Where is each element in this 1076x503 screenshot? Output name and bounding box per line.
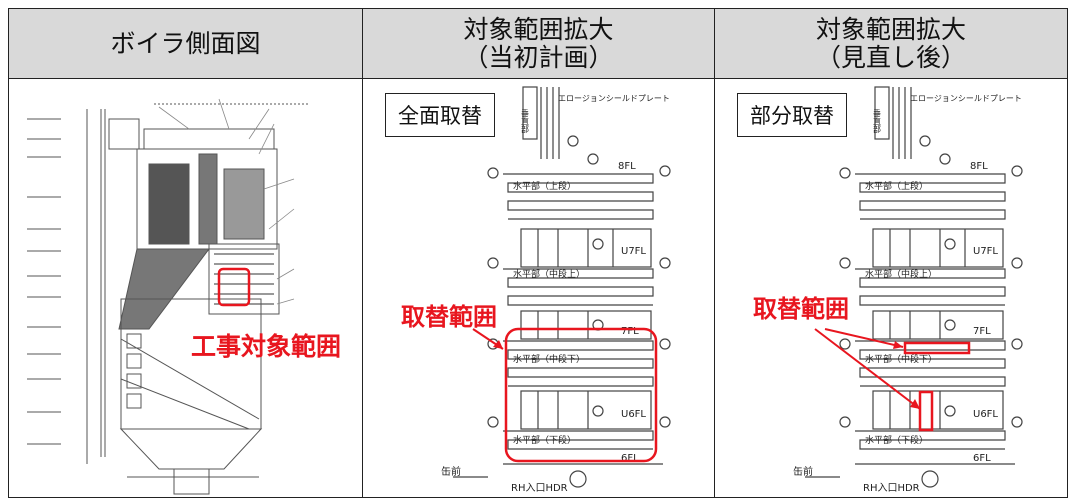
boiler-side-drawing [27, 98, 309, 495]
replacement-arrow-1 [824, 328, 904, 348]
vertical-part-tag: 垂直部 [873, 108, 882, 134]
header-col2-line2: （当初計画） [463, 42, 614, 72]
vertical-part-tag: 垂直部 [521, 108, 530, 134]
front-label: 缶前 [793, 465, 813, 478]
section-mid-lower: 水平部（中段下） [513, 353, 585, 365]
rh-inlet-hdr: RH入口HDR [863, 483, 920, 494]
header-col2-line1: 対象範囲拡大 [463, 14, 614, 44]
header-col3-line2: （見直し後） [815, 42, 966, 72]
level-7fl: 7FL [621, 326, 639, 337]
section-upper: 水平部（上段） [513, 180, 576, 192]
replacement-arrow-1-head [893, 341, 903, 349]
replacement-range-label-initial: 取替範囲 [401, 303, 497, 331]
erosion-shield-tag: エロージョンシールドプレート [910, 94, 1022, 103]
level-8fl: 8FL [970, 161, 988, 172]
level-u7fl: U7FL [973, 246, 998, 257]
replacement-arrow-2-head [910, 399, 920, 409]
revised-plan-drawing: 8FL U7FL 7FL U6FL 6FL エロージョンシールドプレート 水平部… [793, 86, 1023, 494]
section-upper: 水平部（上段） [865, 180, 928, 192]
construction-target-label: 工事対象範囲 [191, 332, 342, 361]
level-u6fl: U6FL [973, 409, 998, 420]
full-replacement-highlight [504, 327, 658, 463]
section-mid-upper: 水平部（中段上） [865, 268, 937, 280]
level-6fl: 6FL [973, 453, 991, 464]
partial-replacement-highlight-vertical [918, 390, 934, 432]
revised-plan-cell: 8FL U7FL 7FL U6FL 6FL エロージョンシールドプレート 水平部… [715, 79, 1067, 497]
front-label: 缶前 [441, 465, 461, 478]
level-u7fl: U7FL [621, 246, 646, 257]
erosion-shield-tag: エロージョンシールドプレート [558, 94, 670, 103]
replacement-range-label-revised: 取替範囲 [753, 295, 849, 323]
initial-plan-drawing: 8FL U7FL 7FL U6FL 6FL エロージョンシールドプレート 水平部… [441, 86, 671, 494]
partial-replacement-highlight-horizontal [903, 341, 971, 355]
replacement-arrow-2 [814, 328, 921, 410]
level-8fl: 8FL [618, 161, 636, 172]
rh-inlet-hdr: RH入口HDR [511, 483, 568, 494]
boiler-side-view-cell: 工事対象範囲 [9, 79, 363, 497]
header-col1-text: ボイラ側面図 [110, 28, 261, 58]
section-mid-lower: 水平部（中段下） [865, 353, 937, 365]
level-7fl: 7FL [973, 326, 991, 337]
comparison-table: ボイラ側面図 対象範囲拡大 （当初計画） 対象範囲拡大 （見直し後） [8, 8, 1068, 498]
partial-replacement-box: 部分取替 [737, 93, 847, 137]
target-area-highlight [217, 267, 251, 307]
initial-plan-cell: 8FL U7FL 7FL U6FL 6FL エロージョンシールドプレート 水平部… [363, 79, 715, 497]
level-6fl: 6FL [621, 453, 639, 464]
replacement-arrow-head [493, 340, 503, 349]
full-replacement-box: 全面取替 [385, 93, 495, 137]
level-u6fl: U6FL [621, 409, 646, 420]
header-initial-plan: 対象範囲拡大 （当初計画） [363, 9, 715, 79]
section-mid-upper: 水平部（中段上） [513, 268, 585, 280]
header-boiler-side-view: ボイラ側面図 [9, 9, 363, 79]
header-revised-plan: 対象範囲拡大 （見直し後） [715, 9, 1067, 79]
section-lower: 水平部（下段） [865, 434, 928, 446]
section-lower: 水平部（下段） [513, 434, 576, 446]
header-col3-line1: 対象範囲拡大 [815, 14, 966, 44]
